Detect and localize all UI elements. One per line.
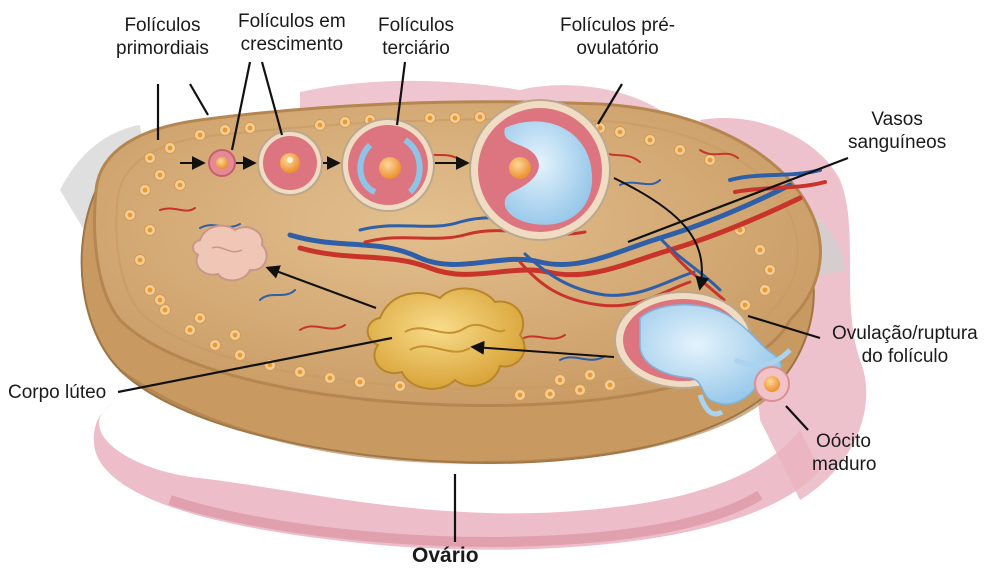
label-preovulatory-line2: ovulatório [560, 37, 675, 60]
primordial-oocyte [158, 298, 163, 303]
primordial-oocyte [518, 393, 523, 398]
label-vessels-line2: sanguíneos [848, 131, 946, 154]
primordial-oocyte [198, 133, 203, 138]
primordial-oocyte [398, 384, 403, 389]
primordial-oocyte [738, 228, 743, 233]
primordial-oocyte [708, 158, 713, 163]
primordial-oocyte [188, 328, 193, 333]
label-vessels-line1: Vasos [848, 108, 946, 131]
primordial-oocyte [678, 148, 683, 153]
label-tertiary-follicles: Folículos terciário [378, 14, 454, 60]
primordial-oocyte [148, 156, 153, 161]
primordial-oocyte [158, 173, 163, 178]
label-growing-follicles: Folículos em crescimento [238, 10, 346, 56]
label-corpus-luteum: Corpo lúteo [8, 381, 106, 404]
primordial-oocyte [578, 388, 583, 393]
label-ovulation: Ovulação/ruptura do folículo [832, 322, 978, 368]
label-tertiary-line2: terciário [378, 37, 454, 60]
primordial-oocyte [178, 183, 183, 188]
label-growing-line2: crescimento [238, 33, 346, 56]
primordial-oocyte [298, 370, 303, 375]
primordial-oocyte [238, 353, 243, 358]
label-ovulation-line2: do folículo [832, 345, 978, 368]
primordial-oocyte [168, 146, 173, 151]
label-growing-line1: Folículos em [238, 10, 346, 33]
primordial-oocyte [358, 380, 363, 385]
primordial-oocyte [618, 130, 623, 135]
tertiary-follicle [342, 119, 434, 211]
label-ovulation-line1: Ovulação/ruptura [832, 322, 978, 345]
primordial-oocyte [148, 228, 153, 233]
primordial-oocyte [428, 116, 433, 121]
primordial-oocyte [328, 376, 333, 381]
label-mature-oocyte: Oócito maduro [812, 430, 876, 476]
label-primordial-line1: Folículos [116, 14, 209, 37]
primordial-oocyte [588, 373, 593, 378]
primordial-oocyte [758, 248, 763, 253]
growing-follicle-small [209, 150, 235, 176]
primordial-oocyte [318, 123, 323, 128]
primordial-oocyte [163, 308, 168, 313]
primordial-oocyte [743, 303, 748, 308]
label-ovary: Ovário [412, 544, 479, 567]
primordial-oocyte [223, 128, 228, 133]
primordial-oocyte [648, 138, 653, 143]
primordial-oocyte [608, 383, 613, 388]
primordial-oocyte [148, 288, 153, 293]
primordial-oocyte [453, 116, 458, 121]
label-oocyte-line1: Oócito [812, 430, 876, 453]
primordial-oocyte [143, 188, 148, 193]
preovulatory-follicle [470, 100, 610, 240]
label-blood-vessels: Vasos sanguíneos [848, 108, 946, 154]
primordial-oocyte [768, 268, 773, 273]
mature-oocyte [755, 367, 789, 401]
primordial-oocyte [233, 333, 238, 338]
label-tertiary-line1: Folículos [378, 14, 454, 37]
primordial-oocyte [198, 316, 203, 321]
label-preovulatory-line1: Folículos pré- [560, 14, 675, 37]
primordial-oocyte [213, 343, 218, 348]
primordial-oocyte [343, 120, 348, 125]
label-primordial-follicles: Folículos primordiais [116, 14, 209, 60]
label-primordial-line2: primordiais [116, 37, 209, 60]
primordial-oocyte [248, 126, 253, 131]
label-preovulatory-follicles: Folículos pré- ovulatório [560, 14, 675, 60]
primordial-oocyte [138, 258, 143, 263]
primordial-oocyte [558, 378, 563, 383]
primordial-oocyte [763, 288, 768, 293]
primordial-oocyte [128, 213, 133, 218]
label-oocyte-line2: maduro [812, 453, 876, 476]
primordial-oocyte [478, 115, 483, 120]
growing-follicle-large [258, 131, 322, 195]
primordial-oocyte [548, 392, 553, 397]
